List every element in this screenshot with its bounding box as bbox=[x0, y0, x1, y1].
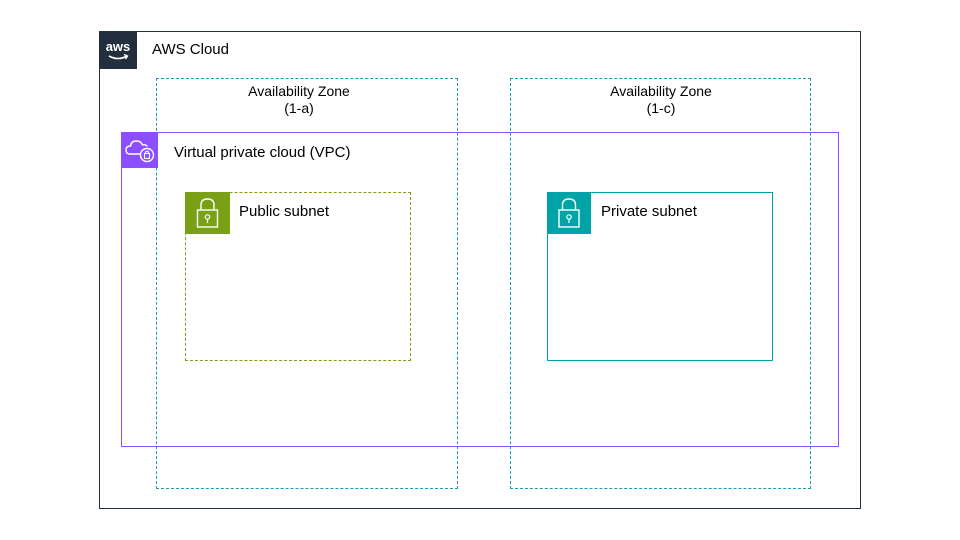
availability-zone-c bbox=[510, 78, 811, 489]
public-subnet-label: Public subnet bbox=[239, 203, 330, 220]
private-subnet-group bbox=[547, 192, 773, 361]
availability-zone-a-title: Availability Zone bbox=[248, 83, 350, 99]
availability-zone-a bbox=[156, 78, 458, 489]
public-subnet-lock-icon bbox=[185, 192, 230, 234]
availability-zone-c-title: Availability Zone bbox=[610, 83, 712, 99]
public-subnet-group bbox=[185, 192, 411, 361]
aws-logo-icon: aws bbox=[99, 31, 137, 69]
aws-cloud-group bbox=[99, 31, 861, 509]
aws-cloud-label: AWS Cloud bbox=[152, 41, 229, 58]
aws-logo-text: aws bbox=[106, 39, 131, 54]
availability-zone-a-id: (1-a) bbox=[284, 100, 314, 116]
vpc-group bbox=[121, 132, 839, 447]
availability-zone-c-id: (1-c) bbox=[646, 100, 676, 116]
private-subnet-label: Private subnet bbox=[601, 203, 697, 220]
vpc-label: Virtual private cloud (VPC) bbox=[174, 144, 351, 161]
private-subnet-lock-icon bbox=[547, 192, 591, 234]
availability-zone-a-label: Availability Zone (1-a) bbox=[199, 83, 399, 117]
vpc-cloud-icon bbox=[121, 132, 158, 168]
availability-zone-c-label: Availability Zone (1-c) bbox=[561, 83, 761, 117]
